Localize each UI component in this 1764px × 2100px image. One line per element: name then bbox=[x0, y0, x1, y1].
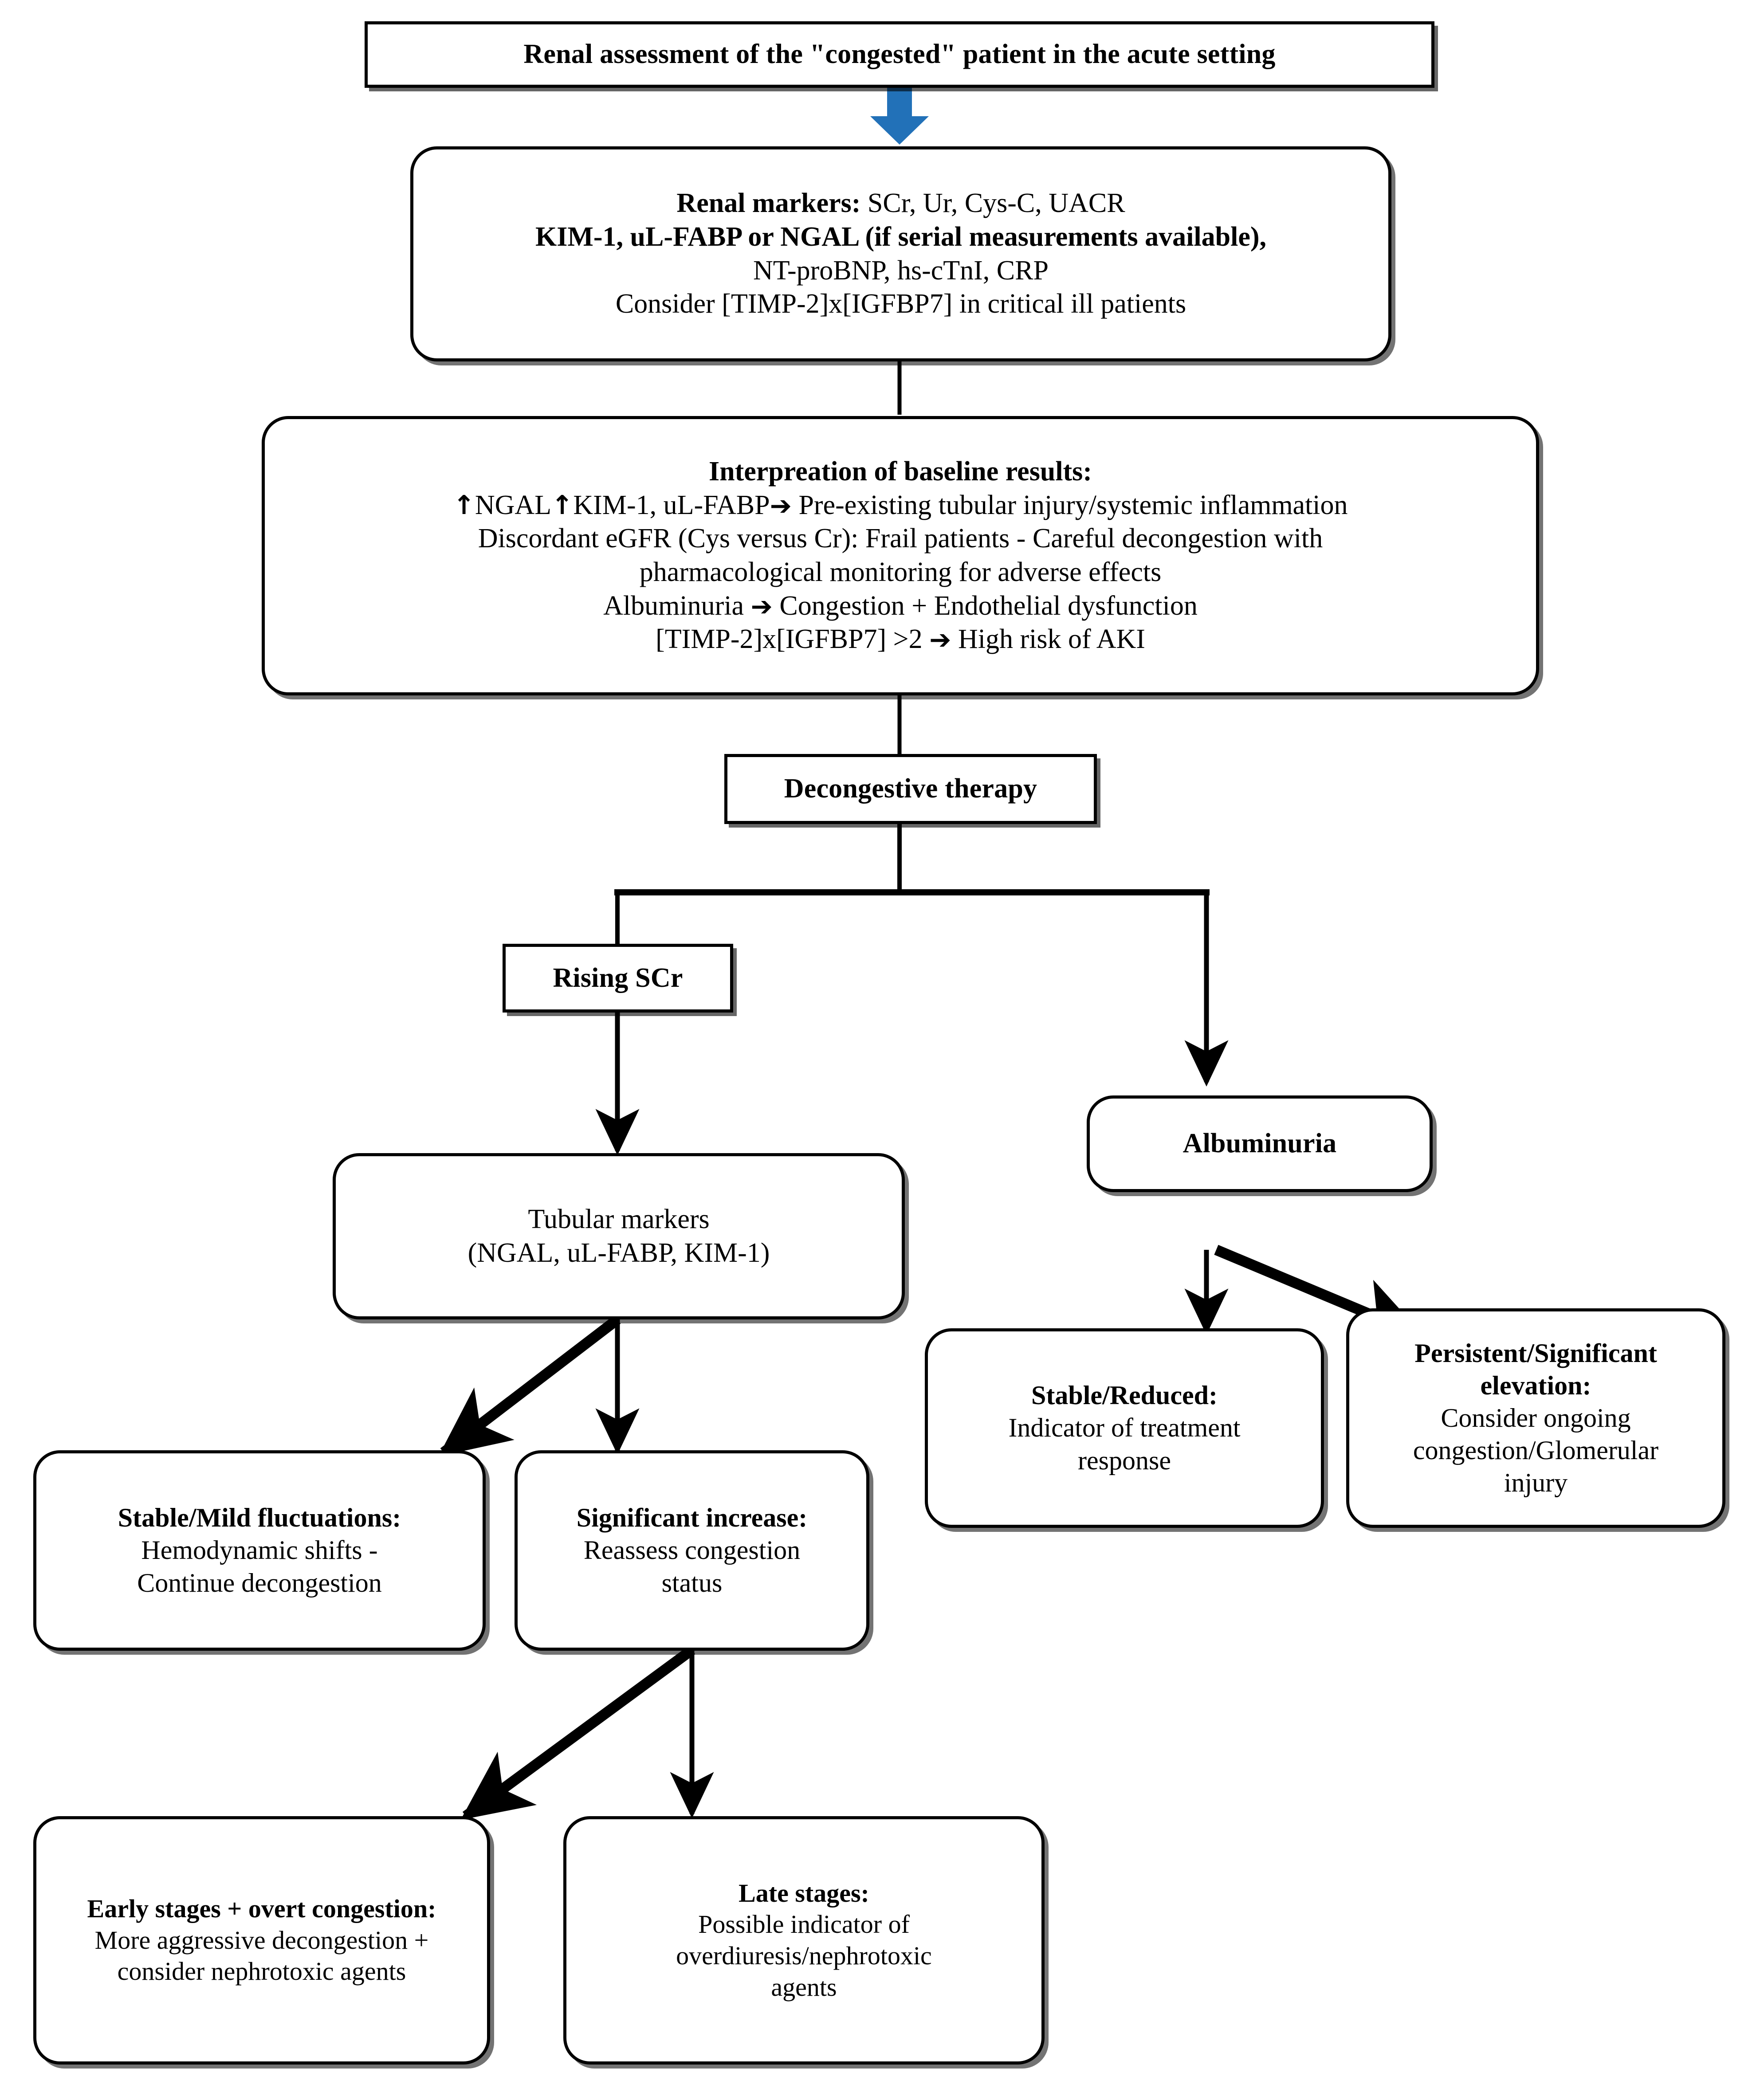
interpretation-line2: Discordant eGFR (Cys versus Cr): Frail p… bbox=[478, 523, 1323, 554]
interpretation-line4-pre: Albuminuria bbox=[603, 590, 751, 621]
significant-increase-line2: status bbox=[661, 1568, 723, 1598]
decongestive-therapy-label: Decongestive therapy bbox=[784, 773, 1037, 804]
interpretation-line5-post: High risk of AKI bbox=[951, 624, 1145, 655]
albuminuria-label: Albuminuria bbox=[1183, 1128, 1337, 1159]
node-title-box[interactable]: Renal assessment of the "congested" pati… bbox=[365, 21, 1434, 88]
late-stages-line2: overdiuresis/nephrotoxic bbox=[676, 1941, 932, 1970]
node-albuminuria[interactable]: Albuminuria bbox=[1087, 1095, 1433, 1192]
renal-markers-label: Renal markers: bbox=[676, 188, 861, 219]
right-arrow-icon-2: ➔ bbox=[750, 591, 773, 622]
stable-mild-heading: Stable/Mild fluctuations: bbox=[118, 1503, 401, 1533]
rising-scr-label: Rising SCr bbox=[553, 962, 683, 993]
interpretation-line1: ↑NGAL↑KIM-1, uL-FABP➔ Pre-existing tubul… bbox=[275, 489, 1526, 522]
edge-tubular-to-stablemild bbox=[438, 1315, 621, 1457]
stable-reduced-line2: response bbox=[1078, 1445, 1171, 1475]
node-renal-markers[interactable]: Renal markers: SCr, Ur, Cys-C, UACR KIM-… bbox=[410, 146, 1391, 361]
interpretation-line1-mid: KIM-1, uL-FABP bbox=[573, 490, 770, 520]
early-stages-line2: consider nephrotoxic agents bbox=[117, 1957, 406, 1986]
node-significant-increase[interactable]: Significant increase: Reassess congestio… bbox=[515, 1450, 869, 1651]
persistent-elevation-line1: Consider ongoing bbox=[1441, 1403, 1631, 1433]
node-late-stages[interactable]: Late stages: Possible indicator of overd… bbox=[563, 1816, 1045, 2065]
early-stages-heading: Early stages + overt congestion: bbox=[87, 1894, 436, 1923]
renal-markers-line1: Renal markers: SCr, Ur, Cys-C, UACR bbox=[423, 187, 1379, 220]
late-stages-line1: Possible indicator of bbox=[698, 1910, 910, 1939]
interpretation-line4-post: Congestion + Endothelial dysfunction bbox=[772, 590, 1198, 621]
persistent-elevation-heading2: elevation: bbox=[1480, 1370, 1591, 1400]
node-decongestive-therapy[interactable]: Decongestive therapy bbox=[724, 754, 1097, 824]
renal-markers-line4: Consider [TIMP-2]x[IGFBP7] in critical i… bbox=[615, 289, 1186, 319]
tubular-markers-line2: (NGAL, uL-FABP, KIM-1) bbox=[468, 1237, 770, 1268]
stable-reduced-line1: Indicator of treatment bbox=[1008, 1413, 1241, 1443]
stable-mild-line2: Continue decongestion bbox=[137, 1568, 382, 1598]
title-text: Renal assessment of the "congested" pati… bbox=[523, 39, 1276, 70]
node-interpretation[interactable]: Interpreation of baseline results: ↑NGAL… bbox=[262, 416, 1539, 695]
up-arrow-icon-2: ↑ bbox=[551, 489, 574, 520]
early-stages-line1: More aggressive decongestion + bbox=[94, 1925, 429, 1955]
edge-significant-to-early bbox=[460, 1645, 695, 1821]
persistent-elevation-heading1: Persistent/Significant bbox=[1414, 1338, 1657, 1368]
interpretation-line4: Albuminuria ➔ Congestion + Endothelial d… bbox=[275, 589, 1526, 623]
node-tubular-markers[interactable]: Tubular markers (NGAL, uL-FABP, KIM-1) bbox=[333, 1153, 905, 1319]
late-stages-line3: agents bbox=[771, 1972, 837, 2002]
interpretation-line1-post: Pre-existing tubular injury/systemic inf… bbox=[791, 490, 1348, 520]
interpretation-line1-pre: NGAL bbox=[475, 490, 552, 520]
renal-markers-line2: KIM-1, uL-FABP or NGAL (if serial measur… bbox=[535, 221, 1267, 252]
edge-title-to-markers bbox=[870, 87, 929, 145]
node-rising-scr[interactable]: Rising SCr bbox=[503, 944, 733, 1013]
interpretation-line5-pre: [TIMP-2]x[IGFBP7] >2 bbox=[656, 624, 930, 655]
stable-reduced-heading: Stable/Reduced: bbox=[1031, 1381, 1218, 1410]
significant-increase-heading: Significant increase: bbox=[576, 1503, 808, 1533]
renal-markers-line3: NT-proBNP, hs-cTnI, CRP bbox=[753, 255, 1049, 286]
node-early-stages[interactable]: Early stages + overt congestion: More ag… bbox=[33, 1816, 490, 2065]
persistent-elevation-line3: injury bbox=[1504, 1468, 1568, 1498]
significant-increase-line1: Reassess congestion bbox=[583, 1535, 801, 1565]
renal-markers-line1-rest: SCr, Ur, Cys-C, UACR bbox=[860, 188, 1125, 219]
interpretation-line5: [TIMP-2]x[IGFBP7] >2 ➔ High risk of AKI bbox=[275, 623, 1526, 656]
interpretation-heading: Interpreation of baseline results: bbox=[709, 456, 1092, 487]
tubular-markers-line1: Tubular markers bbox=[528, 1204, 710, 1234]
node-stable-reduced[interactable]: Stable/Reduced: Indicator of treatment r… bbox=[925, 1328, 1324, 1528]
interpretation-line3: pharmacological monitoring for adverse e… bbox=[639, 557, 1162, 587]
up-arrow-icon-1: ↑ bbox=[453, 489, 475, 520]
persistent-elevation-line2: congestion/Glomerular bbox=[1413, 1436, 1659, 1465]
right-arrow-icon-1: ➔ bbox=[770, 490, 792, 521]
late-stages-heading: Late stages: bbox=[739, 1878, 869, 1908]
node-persistent-elevation[interactable]: Persistent/Significant elevation: Consid… bbox=[1346, 1308, 1725, 1528]
stable-mild-line1: Hemodynamic shifts - bbox=[141, 1535, 378, 1565]
node-stable-mild[interactable]: Stable/Mild fluctuations: Hemodynamic sh… bbox=[33, 1450, 486, 1651]
right-arrow-icon-3: ➔ bbox=[929, 624, 951, 655]
